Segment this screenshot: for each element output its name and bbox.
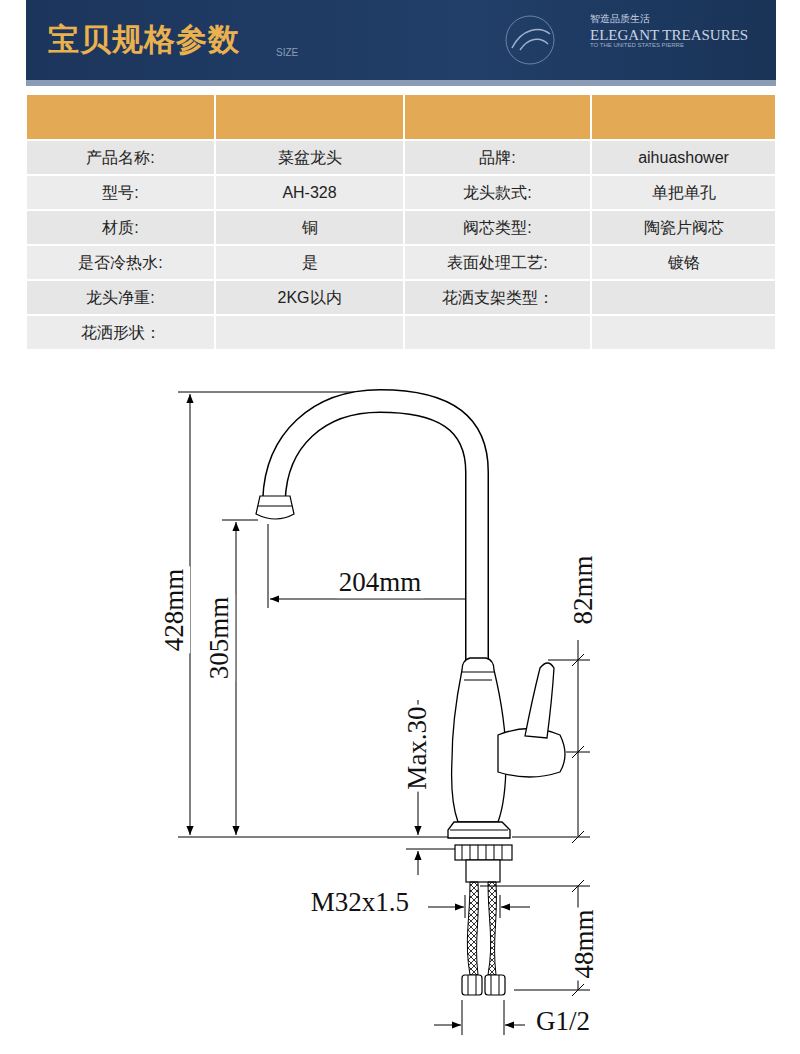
dimension-label: G1/2 xyxy=(534,1007,592,1037)
banner-strip xyxy=(26,80,776,86)
slogan: 智造品质生活 xyxy=(590,13,650,24)
table-cell xyxy=(592,316,775,349)
table-cell-text: 阀芯类型: xyxy=(463,219,531,237)
table-cell xyxy=(216,281,403,314)
table-cell xyxy=(592,211,775,244)
header-cell xyxy=(216,95,403,139)
dimension-label: 82mm xyxy=(569,553,599,626)
dimension-label: 428mm xyxy=(160,567,190,654)
table-cell-text: 型号: xyxy=(102,184,138,202)
table-cell-text: 2KG以内 xyxy=(277,289,341,307)
table-cell xyxy=(27,281,214,314)
table-cell xyxy=(405,246,590,279)
header-cell xyxy=(592,95,775,139)
dimension-label: 305mm xyxy=(205,595,235,682)
table-cell-text: 菜盆龙头 xyxy=(278,149,342,167)
table-cell xyxy=(405,176,590,209)
table-cell-text: aihuashower xyxy=(638,149,729,167)
dimension-label: Max.30 xyxy=(403,704,433,791)
table-cell-text: 产品名称: xyxy=(86,149,154,167)
table-cell-text: 单把单孔 xyxy=(652,184,716,202)
table-cell-text: 品牌: xyxy=(479,149,515,167)
table-cell-text: AH-328 xyxy=(282,184,336,202)
table-cell-text: 是否冷热水: xyxy=(78,254,162,272)
faucet xyxy=(256,401,565,995)
table-cell xyxy=(216,316,403,349)
table-cell xyxy=(216,141,403,174)
table-cell-text: 是 xyxy=(302,254,318,272)
table-cell xyxy=(405,316,590,349)
table-cell-text: 龙头款式: xyxy=(463,184,531,202)
table-cell xyxy=(592,281,775,314)
header-cell xyxy=(27,95,214,139)
size-tag: SIZE xyxy=(276,47,298,58)
table-cell-text: 龙头净重: xyxy=(86,289,154,307)
banner xyxy=(26,0,776,80)
table-cell-text: 表面处理工艺: xyxy=(447,254,547,272)
table-cell-text: 镀铬 xyxy=(668,254,700,272)
table-cell xyxy=(405,281,590,314)
table-cell xyxy=(216,246,403,279)
dimension-label: M32x1.5 xyxy=(309,888,411,918)
dimension-label: 204mm xyxy=(337,568,424,598)
table-cell-text: 材质: xyxy=(102,219,138,237)
table-cell xyxy=(592,246,775,279)
table-cell xyxy=(405,141,590,174)
table-cell-text: 陶瓷片阀芯 xyxy=(644,219,724,237)
table-cell-text: 花洒支架类型： xyxy=(442,289,554,307)
logo xyxy=(506,16,554,64)
dimension-lines xyxy=(178,392,590,1035)
table-cell xyxy=(27,211,214,244)
dimension-label: 48mm xyxy=(570,907,600,980)
table-cell-text: 花洒形状： xyxy=(81,324,161,342)
table-cell xyxy=(27,176,214,209)
logo xyxy=(512,30,550,50)
table-cell xyxy=(27,246,214,279)
table-cell xyxy=(405,211,590,244)
brand-subline: TO THE UNITED STATES PIERRE xyxy=(590,42,684,49)
header-cell xyxy=(405,95,590,139)
table-cell xyxy=(592,141,775,174)
table-cell xyxy=(27,316,214,349)
brand-slogan: ELEGANT TREASURES xyxy=(590,27,748,44)
table-cell xyxy=(216,176,403,209)
table-cell xyxy=(216,211,403,244)
table-cell xyxy=(27,141,214,174)
table-cell xyxy=(592,176,775,209)
page-title: 宝贝规格参数 xyxy=(48,23,240,57)
table xyxy=(27,95,775,349)
table-cell-text: 铜 xyxy=(302,219,318,237)
